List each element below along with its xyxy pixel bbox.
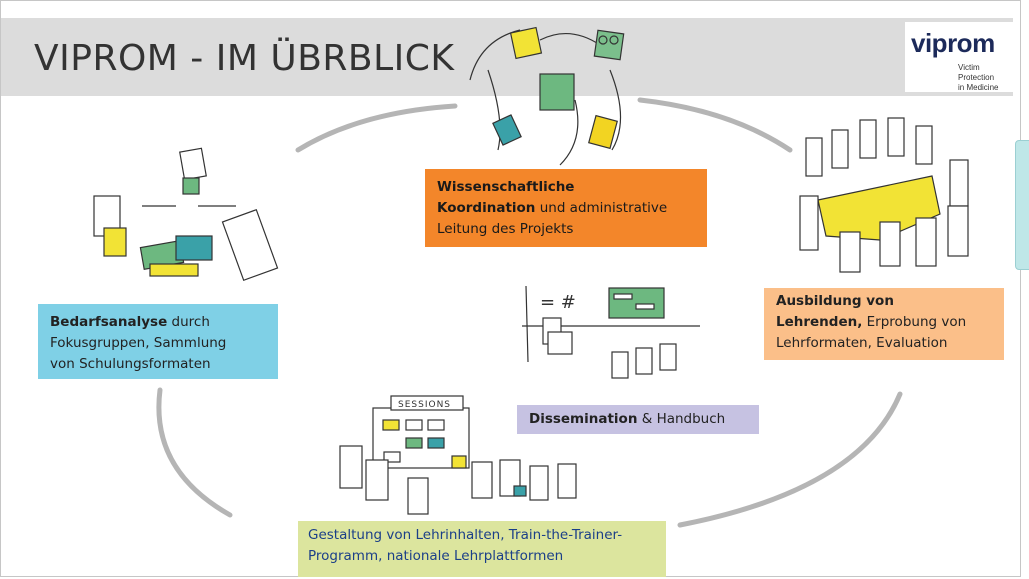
box-bedarfsanalyse: Bedarfsanalyse durch Fokusgruppen, Samml…: [38, 304, 278, 379]
svg-text:= #: = #: [540, 292, 576, 313]
logo-tagline: Victim Protection in Medicine: [958, 63, 999, 92]
sessions-board-illustration: SESSIONS: [339, 395, 577, 515]
logo-name: viprom: [911, 28, 995, 58]
svg-text:SESSIONS: SESSIONS: [398, 400, 451, 410]
team-table-illustration: [93, 147, 279, 282]
cycle-arc-top-right: [637, 97, 793, 153]
box-gestaltung: Gestaltung von Lehrinhalten, Train-the-T…: [298, 521, 666, 577]
header-band: [1, 18, 1013, 96]
box-dissemination: Dissemination & Handbuch: [517, 405, 759, 434]
side-tab: [1015, 140, 1029, 270]
cycle-arc-top-left: [295, 103, 458, 153]
box-wissenschaftliche-koordination: Wissenschaftliche Koordination und admin…: [425, 169, 707, 247]
meeting-table-illustration: [799, 117, 969, 273]
cycle-arc-bottom-right: [677, 391, 903, 528]
cycle-arc-bottom-left: [156, 387, 233, 518]
box-ausbildung: Ausbildung von Lehrenden, Erprobung von …: [764, 288, 1004, 360]
whiteboard-illustration: = #: [522, 285, 700, 379]
cycle-arrows: [156, 97, 903, 528]
page-title: VIPROM - IM ÜBRBLICK: [34, 38, 455, 79]
team-illustration: [469, 26, 625, 166]
viprom-logo: viprom Victim Protection in Medicine: [905, 22, 1017, 92]
